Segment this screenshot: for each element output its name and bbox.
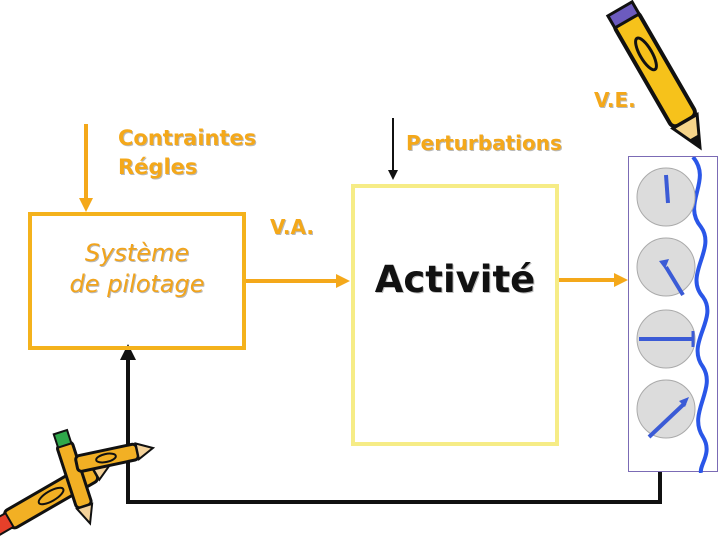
gauge-icon [636,379,696,439]
systeme-line1: Système [84,239,190,267]
feedback-loop [126,358,662,504]
systeme-de-pilotage-box: Système de pilotage [28,212,246,350]
contraintes-line2: Régles [118,155,198,179]
gauge-icon [636,309,696,369]
gauge-icon [636,237,696,297]
ve-label: V.E. [594,88,636,112]
panel-wave [691,155,710,474]
feedback-arrowhead [120,344,136,360]
va-label: V.A. [270,215,314,239]
systeme-label: Système de pilotage [32,238,242,300]
pencil-icon [605,0,702,151]
gauge-panel-graphics [636,155,710,474]
activite-label: Activité [374,258,536,301]
activite-box: Activité [351,184,559,446]
contraintes-label: Contraintes Régles [118,124,256,182]
contraintes-line1: Contraintes [118,126,257,150]
systeme-line2: de pilotage [69,270,205,298]
perturbations-label: Perturbations [406,131,562,155]
crayons-icon [0,428,156,537]
gauge-panel [628,155,718,474]
gauge-icon [636,167,696,227]
